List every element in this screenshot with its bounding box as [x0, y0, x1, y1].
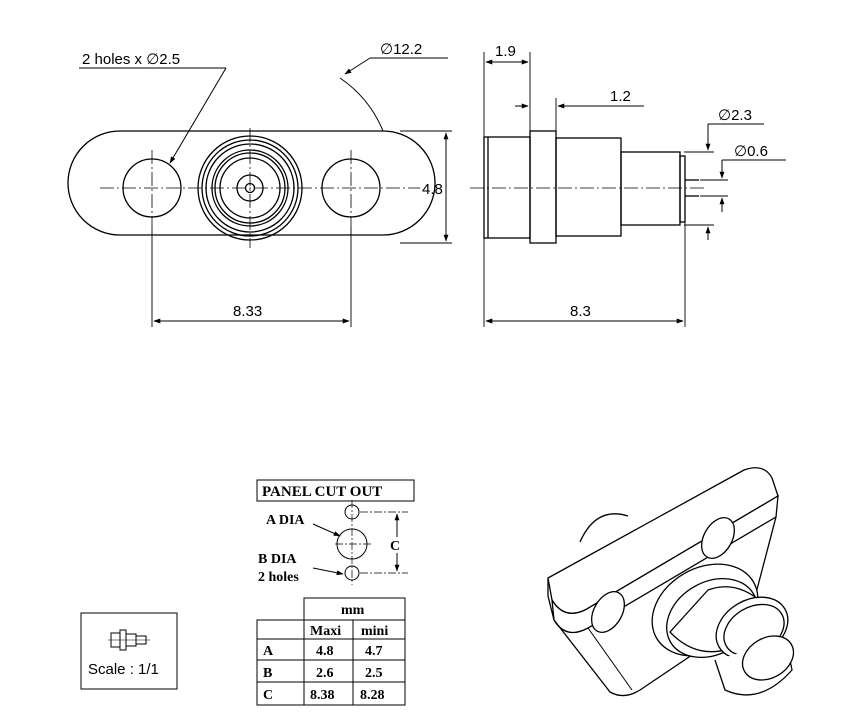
- table-row-b-label: B: [263, 666, 272, 681]
- front-centerlines: [100, 128, 420, 248]
- table-col-mini: mini: [361, 624, 388, 639]
- cutout-b-label-2: 2 holes: [258, 570, 299, 585]
- flange-outline: [67, 130, 436, 236]
- table-col-maxi: Maxi: [310, 624, 341, 639]
- cutout-c-label: C: [390, 539, 400, 554]
- cutout-a-label: A DIA: [266, 513, 305, 528]
- iso-flange-bottom: [553, 516, 777, 697]
- table-row-a-maxi: 4.8: [316, 644, 334, 659]
- connector-side-icon: [108, 629, 150, 651]
- table-row-b-maxi: 2.6: [316, 666, 334, 681]
- table-row-c-mini: 8.28: [360, 688, 385, 703]
- table-row-a-mini: 4.7: [365, 644, 383, 659]
- front-view: [67, 57, 452, 327]
- interface-tube: [620, 151, 681, 226]
- hole-spacing-label: 8.33: [233, 303, 262, 320]
- cutout-b-label-1: B DIA: [258, 552, 297, 567]
- iso-hole-right: [700, 517, 736, 559]
- outer-dia-label: ∅2.3: [718, 107, 752, 124]
- rear-body: [483, 136, 531, 239]
- holes-label: 2 holes x ∅2.5: [82, 51, 180, 68]
- side-view-labels: 1.9 1.2 ∅2.3 ∅0.6 8.3: [495, 43, 768, 320]
- panel-cut-out-title-box: [256, 479, 415, 502]
- collar-label: 1.2: [610, 88, 631, 105]
- flange-section: [529, 130, 557, 244]
- panel-cut-out-title: PANEL CUT OUT: [262, 484, 382, 500]
- front-view-labels: 2 holes x ∅2.5 ∅12.2 4.8 8.33: [82, 41, 443, 320]
- offset-label: 1.9: [495, 43, 516, 60]
- scale-box: Scale : 1/1: [80, 612, 178, 690]
- table-row-a-label: A: [263, 644, 274, 659]
- table-row-c-maxi: 8.38: [310, 688, 335, 703]
- height-label: 4.8: [422, 181, 443, 198]
- isometric-view: [547, 467, 795, 697]
- length-label: 8.3: [570, 303, 591, 320]
- dimension-table: [256, 597, 406, 706]
- iso-hole-left: [590, 591, 626, 633]
- table-row-b-mini: 2.5: [365, 666, 383, 681]
- table-row-c-label: C: [263, 688, 273, 703]
- pin-dia-label: ∅0.6: [734, 143, 768, 160]
- table-unit: mm: [341, 603, 365, 618]
- interface-lip: [679, 155, 686, 223]
- side-view: [470, 52, 786, 327]
- scale-label: Scale : 1/1: [88, 661, 159, 678]
- front-body: [555, 137, 622, 237]
- panel-cut-out: PANEL CUT OUT A DIA B DIA 2 holes C: [256, 479, 415, 706]
- flange-dia-label: ∅12.2: [380, 41, 422, 58]
- flange-dia-arc: [339, 77, 384, 132]
